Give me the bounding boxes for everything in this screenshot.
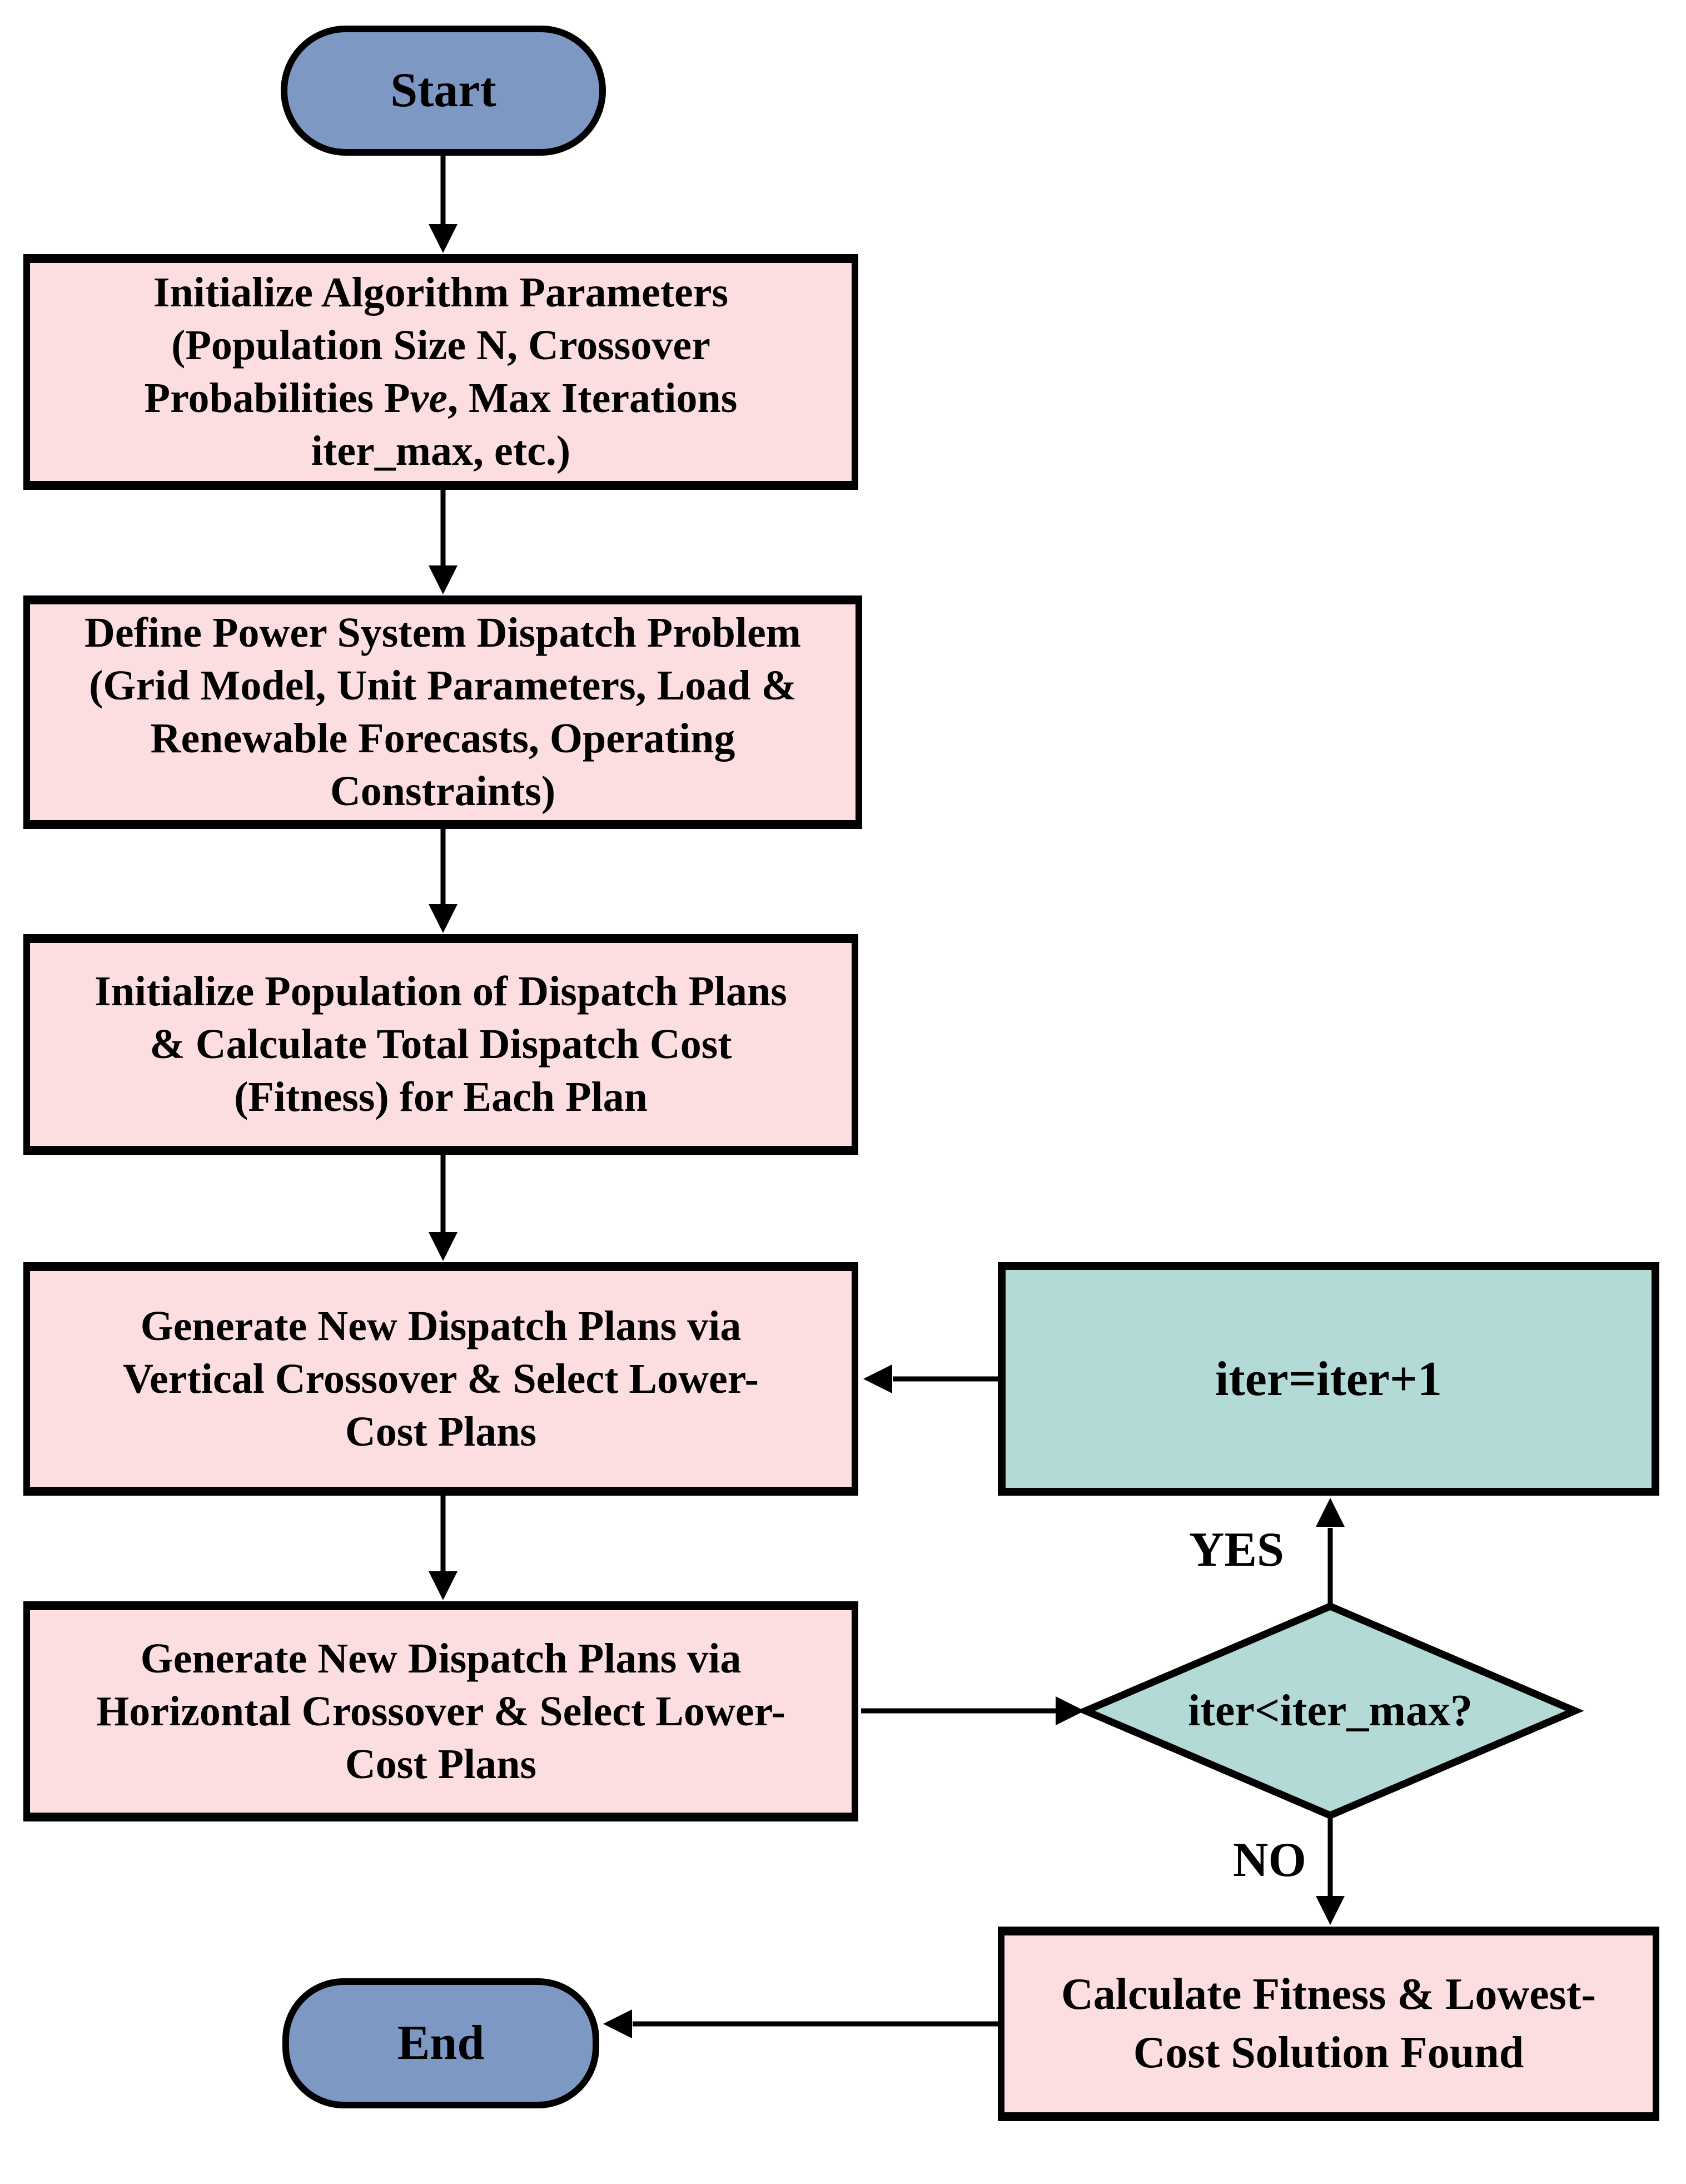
text-line: Probabilities Pve, Max Iterations <box>145 372 738 425</box>
iteration-condition-label: iter<iter_max? <box>1136 1680 1525 1741</box>
iteration-increment-box: iter=iter+1 <box>998 1262 1659 1496</box>
text-line: Cost Solution Found <box>1133 2028 1524 2077</box>
init-population-box: Initialize Population of Dispatch Plans … <box>23 934 858 1155</box>
text-line: (Fitness) for Each Plan <box>234 1074 648 1120</box>
condition-text: iter<iter_max? <box>1188 1686 1473 1735</box>
text-line: (Population Size N, Crossover <box>171 322 710 369</box>
text-line: Calculate Fitness & Lowest- <box>1061 1970 1597 2019</box>
text-line: Horizontal Crossover & Select Lower- <box>96 1687 785 1735</box>
yes-label: YES <box>1188 1523 1284 1577</box>
arrowhead-down-icon <box>429 565 457 594</box>
text-line: Renewable Forecasts, Operating <box>150 715 735 762</box>
arrowhead-down-icon <box>429 904 457 933</box>
text-line: Vertical Crossover & Select Lower- <box>123 1355 759 1402</box>
text-line: Initialize Algorithm Parameters <box>153 269 729 316</box>
end-label: End <box>397 2016 485 2070</box>
text-line: Generate New Dispatch Plans via <box>140 1302 742 1349</box>
arrowhead-left-icon <box>863 1364 892 1393</box>
arrowhead-down-icon <box>429 224 457 253</box>
horizontal-crossover-box: Generate New Dispatch Plans via Horizont… <box>23 1601 858 1821</box>
text-line: iter_max, etc.) <box>311 428 571 474</box>
vertical-crossover-box: Generate New Dispatch Plans via Vertical… <box>23 1262 858 1496</box>
text-line: Constraints) <box>330 768 556 815</box>
no-label: NO <box>1233 1833 1306 1887</box>
text-line: Cost Plans <box>345 1408 537 1455</box>
text-line: Cost Plans <box>345 1740 537 1788</box>
arrowhead-down-icon <box>1316 1896 1345 1925</box>
arrowhead-down-icon <box>429 1571 457 1600</box>
arrowhead-up-icon <box>1316 1498 1345 1527</box>
start-label: Start <box>390 63 496 117</box>
text-line: (Grid Model, Unit Parameters, Load & <box>89 662 797 709</box>
end-terminator: End <box>282 1978 599 2108</box>
arrowhead-down-icon <box>429 1232 457 1261</box>
text-line: Initialize Population of Dispatch Plans <box>95 968 787 1015</box>
increment-label: iter=iter+1 <box>1215 1352 1443 1406</box>
arrowhead-left-icon <box>603 2009 632 2038</box>
text-line: Generate New Dispatch Plans via <box>140 1635 742 1682</box>
text-segment: , Max Iterations <box>447 375 738 421</box>
define-problem-box: Define Power System Dispatch Problem (Gr… <box>23 595 862 829</box>
arrowhead-right-icon <box>1056 1696 1085 1725</box>
text-segment-italic: ve <box>410 375 447 421</box>
calculate-fitness-box: Calculate Fitness & Lowest- Cost Solutio… <box>998 1927 1659 2121</box>
text-line: Define Power System Dispatch Problem <box>84 609 801 656</box>
start-terminator: Start <box>281 26 606 156</box>
iteration-condition-diamond <box>1076 1602 1584 1820</box>
init-parameters-box: Initialize Algorithm Parameters (Populat… <box>23 254 858 490</box>
text-segment: Probabilities P <box>144 375 410 421</box>
text-line: & Calculate Total Dispatch Cost <box>150 1021 732 1068</box>
